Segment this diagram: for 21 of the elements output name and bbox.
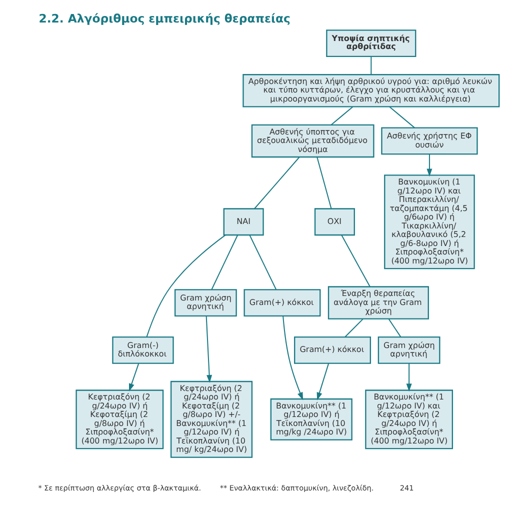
connector [248, 234, 276, 290]
arrow [426, 154, 432, 177]
label: 241 [399, 483, 414, 492]
label: * Σε περίπτωση αλλεργίας στα β-λακταμικά. [38, 483, 201, 492]
connector [388, 106, 414, 128]
arrow [282, 316, 303, 400]
connector [316, 156, 332, 209]
connector [344, 318, 363, 338]
connector [370, 56, 372, 74]
connector [210, 234, 238, 290]
arrow [316, 363, 329, 400]
arrow [205, 316, 212, 383]
connector [254, 156, 300, 210]
diagram-title: 2.2. Αλγόριθμος εμπειρικής θεραπείας [38, 12, 290, 26]
arrow [406, 363, 412, 392]
connector [340, 234, 370, 287]
label: ** Εναλλακτικά: δαπτομυκίνη, λινεζολίδη. [219, 483, 374, 492]
arrow [128, 363, 139, 392]
connector [388, 318, 401, 338]
connector [146, 234, 226, 337]
connector [330, 106, 353, 126]
